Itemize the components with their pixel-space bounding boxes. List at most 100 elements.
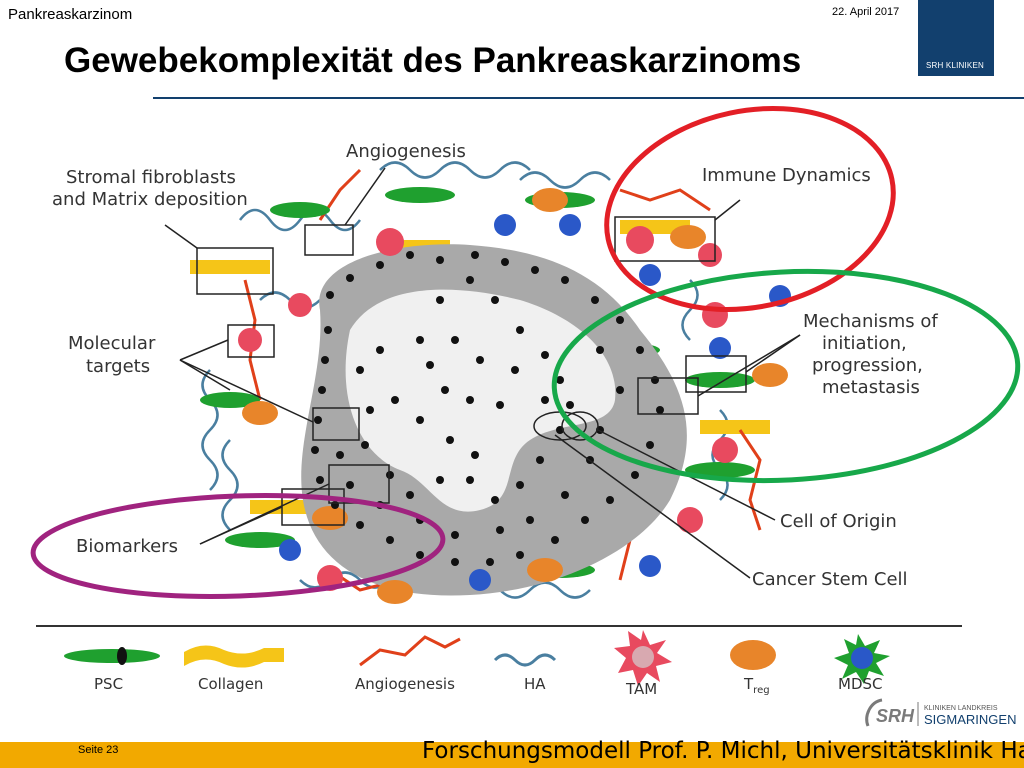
tumor-cell-dot	[516, 481, 524, 489]
tumor-cell-dot	[406, 251, 414, 259]
tumor-cell-dot	[566, 401, 574, 409]
legend-label-tam: TAM	[625, 680, 657, 698]
legend-item-angiogenesis: Angiogenesis	[355, 635, 461, 693]
legend-item-psc: PSC	[64, 647, 160, 693]
srh-logo-text: SRH KLINIKEN	[926, 61, 984, 70]
tumor-cell-dot	[466, 476, 474, 484]
label-molecular-2: targets	[86, 356, 150, 377]
logo-line1: KLINIKEN LANDKREIS	[924, 705, 998, 712]
label-angiogenesis: Angiogenesis	[346, 141, 466, 162]
tumor-cell-dot	[446, 436, 454, 444]
tumor-cell-dot	[366, 406, 374, 414]
tumor-cell-dot	[391, 396, 399, 404]
highlight-circle-mechanisms	[551, 268, 1021, 484]
tumor-cell-dot	[451, 558, 459, 566]
label-mechanisms-4: metastasis	[822, 377, 920, 398]
tumor-cell-dot	[501, 258, 509, 266]
tumor-cell-dot	[426, 361, 434, 369]
tumor-cell-dot	[536, 456, 544, 464]
legend-label-collagen: Collagen	[198, 675, 263, 693]
tumor-cell-dot	[581, 516, 589, 524]
tumor-cell-dot	[331, 501, 339, 509]
kliniken-sigmaringen-logo: SRH KLINIKEN LANDKREIS SIGMARINGEN	[865, 698, 1016, 727]
tumor-cell-dot	[466, 276, 474, 284]
legend-item-collagen: Collagen	[184, 645, 284, 693]
tumor-cell-dot	[314, 416, 322, 424]
tumor-lumen	[345, 289, 616, 512]
tumor-cell-dot	[656, 406, 664, 414]
label-cancer-stem-cell: Cancer Stem Cell	[752, 569, 908, 590]
logo-srh-text: SRH	[876, 706, 915, 726]
srh-logo: SRH KLINIKEN	[918, 0, 994, 76]
legend-label-ha: HA	[524, 675, 546, 693]
tumor-cell-dot	[336, 451, 344, 459]
tumor-cell-dot	[326, 291, 334, 299]
label-biomarkers: Biomarkers	[76, 536, 178, 557]
tumor-cell-dot	[606, 496, 614, 504]
tumor-cell-dot	[471, 251, 479, 259]
tumor-cell-dot	[531, 266, 539, 274]
tumor-cell-dot	[361, 441, 369, 449]
label-stromal-1: Stromal fibroblasts	[66, 167, 236, 188]
highlight-circle-biomarkers	[30, 493, 446, 599]
tumor-cell-dot	[646, 441, 654, 449]
tumor-cell-dot	[616, 316, 624, 324]
tumor-cell-dot	[324, 326, 332, 334]
tumor-cell-dot	[376, 261, 384, 269]
tumor-cell-dot	[556, 376, 564, 384]
tumor-cell-dot	[511, 366, 519, 374]
legend-item-mdsc: MDSC	[834, 634, 890, 693]
tumor-cell-dot	[496, 401, 504, 409]
legend-label-mdsc: MDSC	[838, 675, 883, 693]
label-mechanisms-2: initiation,	[822, 333, 907, 354]
logo-swoosh-icon	[865, 698, 883, 727]
tumor-cell-dot	[516, 326, 524, 334]
tumor-cell-dot	[316, 476, 324, 484]
legend-item-tam: TAM	[614, 630, 672, 698]
legend-label-treg: Treg	[743, 675, 770, 696]
tumor-cell-dot	[451, 336, 459, 344]
label-stromal-2: and Matrix deposition	[52, 189, 248, 210]
tumor-cell-dot	[631, 471, 639, 479]
highlight-circle-immune	[604, 106, 896, 312]
footer-bar	[0, 742, 1024, 768]
tumor-microenvironment-diagram: Stromal fibroblasts and Matrix depositio…	[30, 106, 1021, 698]
legend-item-ha: HA	[493, 653, 557, 693]
tumor-cell-dot	[321, 356, 329, 364]
tumor-cell-dot	[436, 296, 444, 304]
title-divider	[153, 97, 1024, 99]
tumor-cell-dot	[636, 346, 644, 354]
tumor-cell-dot	[491, 496, 499, 504]
section-topic: Pankreaskarzinom	[8, 6, 133, 23]
tumor-cell-dot	[476, 356, 484, 364]
label-cell-of-origin: Cell of Origin	[780, 511, 897, 532]
tumor-cell-dot	[496, 526, 504, 534]
callout-boxes	[196, 216, 747, 526]
tumor-cell-dot	[386, 536, 394, 544]
tumor-cell-dot	[356, 366, 364, 374]
tumor-cell-dot	[416, 551, 424, 559]
tumor-cell-dot	[441, 386, 449, 394]
tumor-cell-dot	[486, 558, 494, 566]
legend-label-angiogenesis: Angiogenesis	[355, 675, 455, 693]
tumor-cell-dot	[436, 256, 444, 264]
tumor-cell-dot	[616, 386, 624, 394]
tumor-cell-dot	[406, 491, 414, 499]
label-immune-dynamics: Immune Dynamics	[702, 165, 871, 186]
label-mechanisms-3: progression,	[812, 355, 923, 376]
tumor-cell-dot	[466, 396, 474, 404]
tumor-cells	[311, 251, 664, 566]
tumor-cell-dot	[346, 274, 354, 282]
slide-title: Gewebekomplexität des Pankreaskarzinoms	[64, 41, 802, 80]
tumor-cell-dot	[596, 346, 604, 354]
tumor-cell-dot	[491, 296, 499, 304]
tumor-cell-dot	[318, 386, 326, 394]
page-number: Seite 23	[78, 744, 119, 756]
tumor-cell-dot	[386, 471, 394, 479]
tumor-cell-dot	[561, 491, 569, 499]
label-molecular-1: Molecular	[68, 333, 156, 354]
slide-date: 22. April 2017	[832, 6, 900, 18]
tumor-cell-dot	[346, 481, 354, 489]
tumor-cell-dot	[526, 516, 534, 524]
tumor-cell-dot	[591, 296, 599, 304]
